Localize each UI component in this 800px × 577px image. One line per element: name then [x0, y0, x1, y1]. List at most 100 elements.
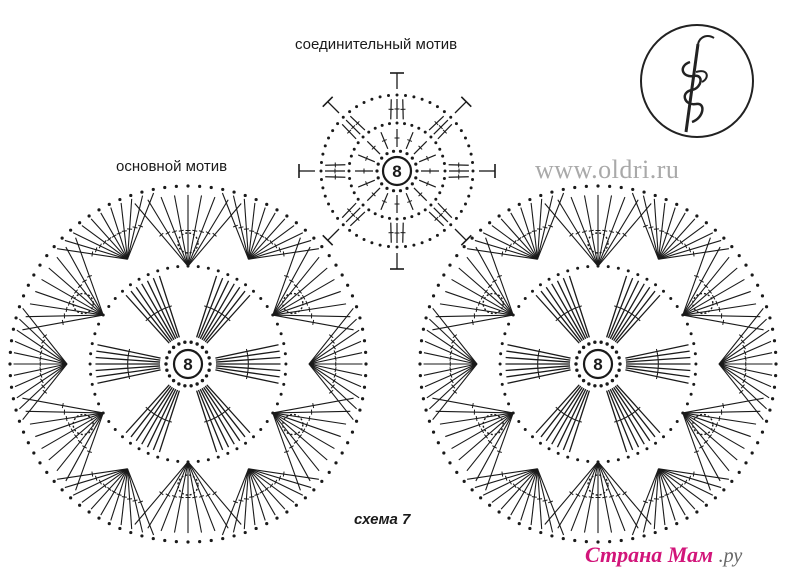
connecting-motif-label: соединительный мотив — [295, 36, 458, 53]
watermark-url: www.oldri.ru — [535, 155, 680, 184]
chain-stitch-icon — [610, 378, 615, 383]
chain-stitch-icon — [26, 283, 30, 287]
chain-stitch-icon — [346, 283, 350, 287]
chain-stitch-icon — [576, 266, 580, 270]
chain-stitch-icon — [323, 194, 327, 198]
chain-stitch-icon — [279, 392, 283, 396]
chain-stitch-icon — [367, 208, 371, 212]
chain-stitch-icon — [376, 176, 380, 180]
chain-stitch-icon — [577, 350, 582, 354]
chain-stitch-icon — [279, 332, 283, 336]
chain-stitch-icon — [403, 122, 407, 126]
chain-stitch-icon — [120, 289, 124, 293]
chain-stitch-icon — [120, 435, 124, 439]
chain-stitch-icon — [275, 208, 279, 212]
chain-stitch-icon — [21, 294, 26, 298]
chain-stitch-icon — [618, 362, 622, 366]
chain-stitch-icon — [373, 126, 377, 130]
chain-stitch-icon — [599, 384, 603, 388]
chain-stitch-icon — [636, 451, 640, 455]
chain-stitch-icon — [431, 294, 436, 298]
chain-stitch-icon — [694, 362, 698, 366]
chain-stitch-icon — [186, 460, 190, 464]
chain-stitch-icon — [151, 536, 155, 541]
chain-stitch-icon — [412, 95, 416, 99]
picot-spoke-icon — [454, 228, 467, 241]
chain-stitch-icon — [186, 184, 190, 188]
chain-stitch-icon — [760, 430, 765, 434]
chain-stitch-icon — [662, 435, 666, 439]
chain-stitch-icon — [336, 122, 340, 126]
chain-stitch-icon — [500, 382, 504, 386]
chain-stitch-icon — [596, 184, 600, 188]
chain-stitch-icon — [78, 221, 82, 225]
chain-stitch-icon — [8, 350, 12, 354]
chain-stitch-icon — [97, 516, 101, 520]
chain-stitch-icon — [619, 538, 623, 543]
chain-stitch-icon — [348, 177, 352, 181]
chain-stitch-icon — [380, 215, 384, 219]
chain-stitch-icon — [448, 461, 452, 465]
chain-stitch-icon — [195, 342, 199, 346]
chain-stitch-icon — [418, 362, 422, 366]
chain-stitch-icon — [285, 214, 289, 218]
chain-stitch-icon — [528, 197, 532, 202]
chain-stitch-icon — [581, 378, 586, 383]
chain-loop-icon — [587, 232, 609, 254]
magic-ring-icon — [582, 348, 614, 380]
chain-stitch-icon — [204, 374, 209, 378]
chain-stitch-icon — [362, 101, 366, 105]
chain-stitch-icon — [163, 185, 167, 190]
main-motif-left: 8 — [8, 184, 368, 544]
chain-stitch-icon — [584, 184, 588, 188]
chain-stitch-icon — [137, 447, 141, 451]
chain-stitch-icon — [774, 374, 778, 378]
chain-stitch-icon — [254, 526, 258, 531]
chain-stitch-icon — [517, 522, 521, 526]
chain-stitch-icon — [675, 420, 679, 424]
chain-stitch-icon — [608, 184, 612, 188]
chain-stitch-icon — [378, 95, 382, 99]
chain-stitch-icon — [511, 313, 515, 317]
chain-stitch-icon — [744, 461, 748, 465]
chain-stitch-icon — [69, 496, 73, 500]
chain-stitch-icon — [770, 327, 775, 331]
chain-stitch-icon — [323, 144, 327, 148]
chain-stitch-icon — [438, 147, 442, 151]
chain-stitch-icon — [415, 169, 419, 173]
chain-stitch-icon — [550, 190, 554, 194]
chain-stitch-icon — [14, 408, 18, 412]
chain-stitch-icon — [45, 254, 49, 258]
chain-stitch-icon — [507, 516, 511, 520]
chain-stitch-icon — [327, 470, 331, 474]
chain-stitch-icon — [737, 254, 741, 258]
chain-stitch-icon — [358, 316, 362, 320]
chain-stitch-icon — [463, 202, 467, 206]
chain-stitch-icon — [586, 459, 590, 463]
chain-stitch-icon — [140, 534, 144, 538]
chain-stitch-icon — [90, 342, 94, 346]
chain-stitch-icon — [348, 228, 352, 232]
chain-stitch-icon — [459, 129, 463, 133]
chain-stitch-icon — [654, 283, 658, 287]
chain-stitch-icon — [386, 93, 390, 97]
chain-stitch-icon — [376, 162, 380, 166]
chain-stitch-icon — [17, 419, 22, 423]
chain-stitch-icon — [681, 313, 685, 317]
chain-stitch-icon — [128, 283, 132, 287]
chain-stitch-icon — [129, 530, 133, 535]
chain-stitch-icon — [327, 136, 331, 140]
chain-stitch-icon — [619, 185, 623, 190]
chain-loop-icon — [482, 413, 504, 436]
chain-stitch-icon — [196, 265, 200, 269]
chain-stitch-icon — [434, 141, 438, 145]
chain-stitch-icon — [395, 217, 399, 221]
chain-stitch-icon — [414, 176, 418, 180]
chain-stitch-icon — [427, 305, 432, 309]
chain-stitch-icon — [626, 455, 630, 459]
chain-stitch-icon — [101, 411, 105, 415]
chain-stitch-icon — [364, 374, 368, 378]
chain-stitch-icon — [341, 115, 345, 119]
chain-stitch-icon — [455, 470, 459, 474]
chain-stitch-icon — [9, 385, 14, 389]
